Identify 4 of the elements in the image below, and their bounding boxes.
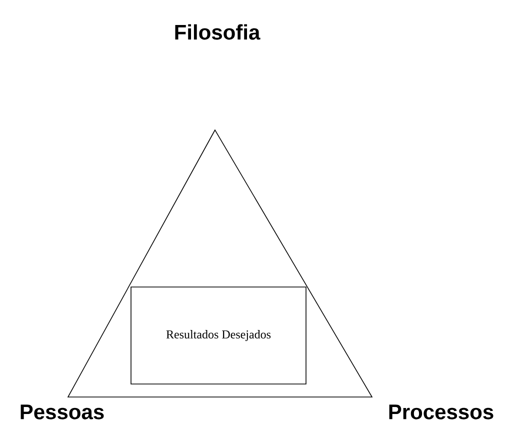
text-box: Resultados Desejados [130,286,306,384]
corner-label: Processos [389,404,494,420]
corner-label: Filosofia [175,24,260,40]
corner-label: Pessoas [20,404,104,420]
